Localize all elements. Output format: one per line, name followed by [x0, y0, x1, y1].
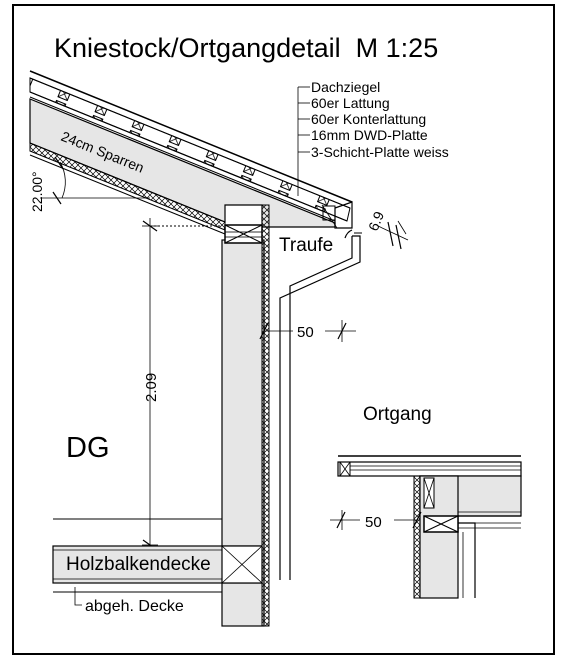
overhang-dimension — [259, 320, 356, 342]
layer-legend: Dachziegel 60er Lattung 60er Konterlattu… — [297, 79, 449, 196]
gutter-dimension — [377, 220, 409, 250]
verge-title: Ortgang — [363, 404, 432, 425]
verge-detail — [337, 455, 522, 599]
verge-dimension — [330, 510, 422, 530]
roof-angle-dimension — [40, 156, 150, 205]
layer-label: 60er Konterlattung — [311, 111, 426, 127]
height-dimension-label: 2.09 — [143, 373, 160, 402]
room-label: DG — [66, 432, 110, 464]
drawing-border — [12, 4, 555, 655]
roof-assembly — [29, 70, 353, 235]
gutter-downpipe — [279, 229, 362, 580]
ceiling-label: Holzbalkendecke — [66, 554, 211, 575]
roof-angle-label: 22.00° — [29, 171, 45, 212]
verge-dimension-label: 50 — [365, 514, 382, 531]
eaves-label: Traufe — [279, 235, 333, 256]
gutter-dimension-label: 6.9 — [365, 209, 387, 233]
suspended-ceiling-label: abgeh. Decke — [85, 598, 184, 615]
layer-label: 60er Lattung — [311, 95, 390, 111]
layer-label: Dachziegel — [311, 79, 380, 95]
overhang-dimension-label: 50 — [297, 324, 314, 341]
layer-label: 3-Schicht-Platte weiss — [311, 144, 449, 160]
layer-label: 16mm DWD-Platte — [311, 127, 428, 143]
drawing-title: Kniestock/Ortgangdetail M 1:25 — [54, 33, 438, 63]
wall-exterior-cladding — [261, 204, 270, 627]
ceiling-section — [52, 518, 263, 606]
